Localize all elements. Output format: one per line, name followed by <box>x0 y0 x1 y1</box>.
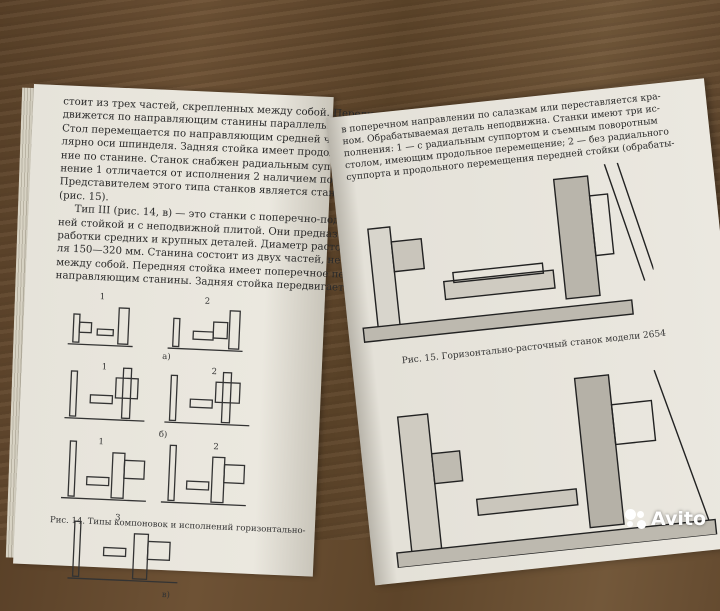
figure-label: б) <box>158 429 168 441</box>
figure-15-boring-machine <box>362 162 655 343</box>
figure-label: 2 <box>213 442 219 453</box>
machine-layout-a1 <box>67 307 133 348</box>
machine-layout-b1 <box>64 367 145 422</box>
left-page: стоит из трех частей, скрепленных между … <box>13 84 427 600</box>
figure-label: в) <box>161 590 171 601</box>
left-page-text: стоит из трех частей, скрепленных между … <box>55 95 426 297</box>
avito-watermark: Avito <box>624 508 706 530</box>
machine-layout-c1 <box>60 440 146 502</box>
figure-label: 2 <box>211 367 218 378</box>
figure-14-diagrams <box>60 307 250 507</box>
machine-layout-b2 <box>164 371 250 427</box>
figure-label: 1 <box>99 292 106 303</box>
machine-layout-c2 <box>160 444 246 507</box>
figure-label: 2 <box>204 296 211 307</box>
figure-label: а) <box>162 351 171 363</box>
machine-layout-a2 <box>167 310 243 353</box>
figure-label: 1 <box>98 437 105 448</box>
figure-label: 1 <box>101 362 108 373</box>
avito-brand: Avito <box>650 508 706 530</box>
avito-logo-icon <box>624 509 647 529</box>
figure-16-boring-machine <box>396 369 718 569</box>
